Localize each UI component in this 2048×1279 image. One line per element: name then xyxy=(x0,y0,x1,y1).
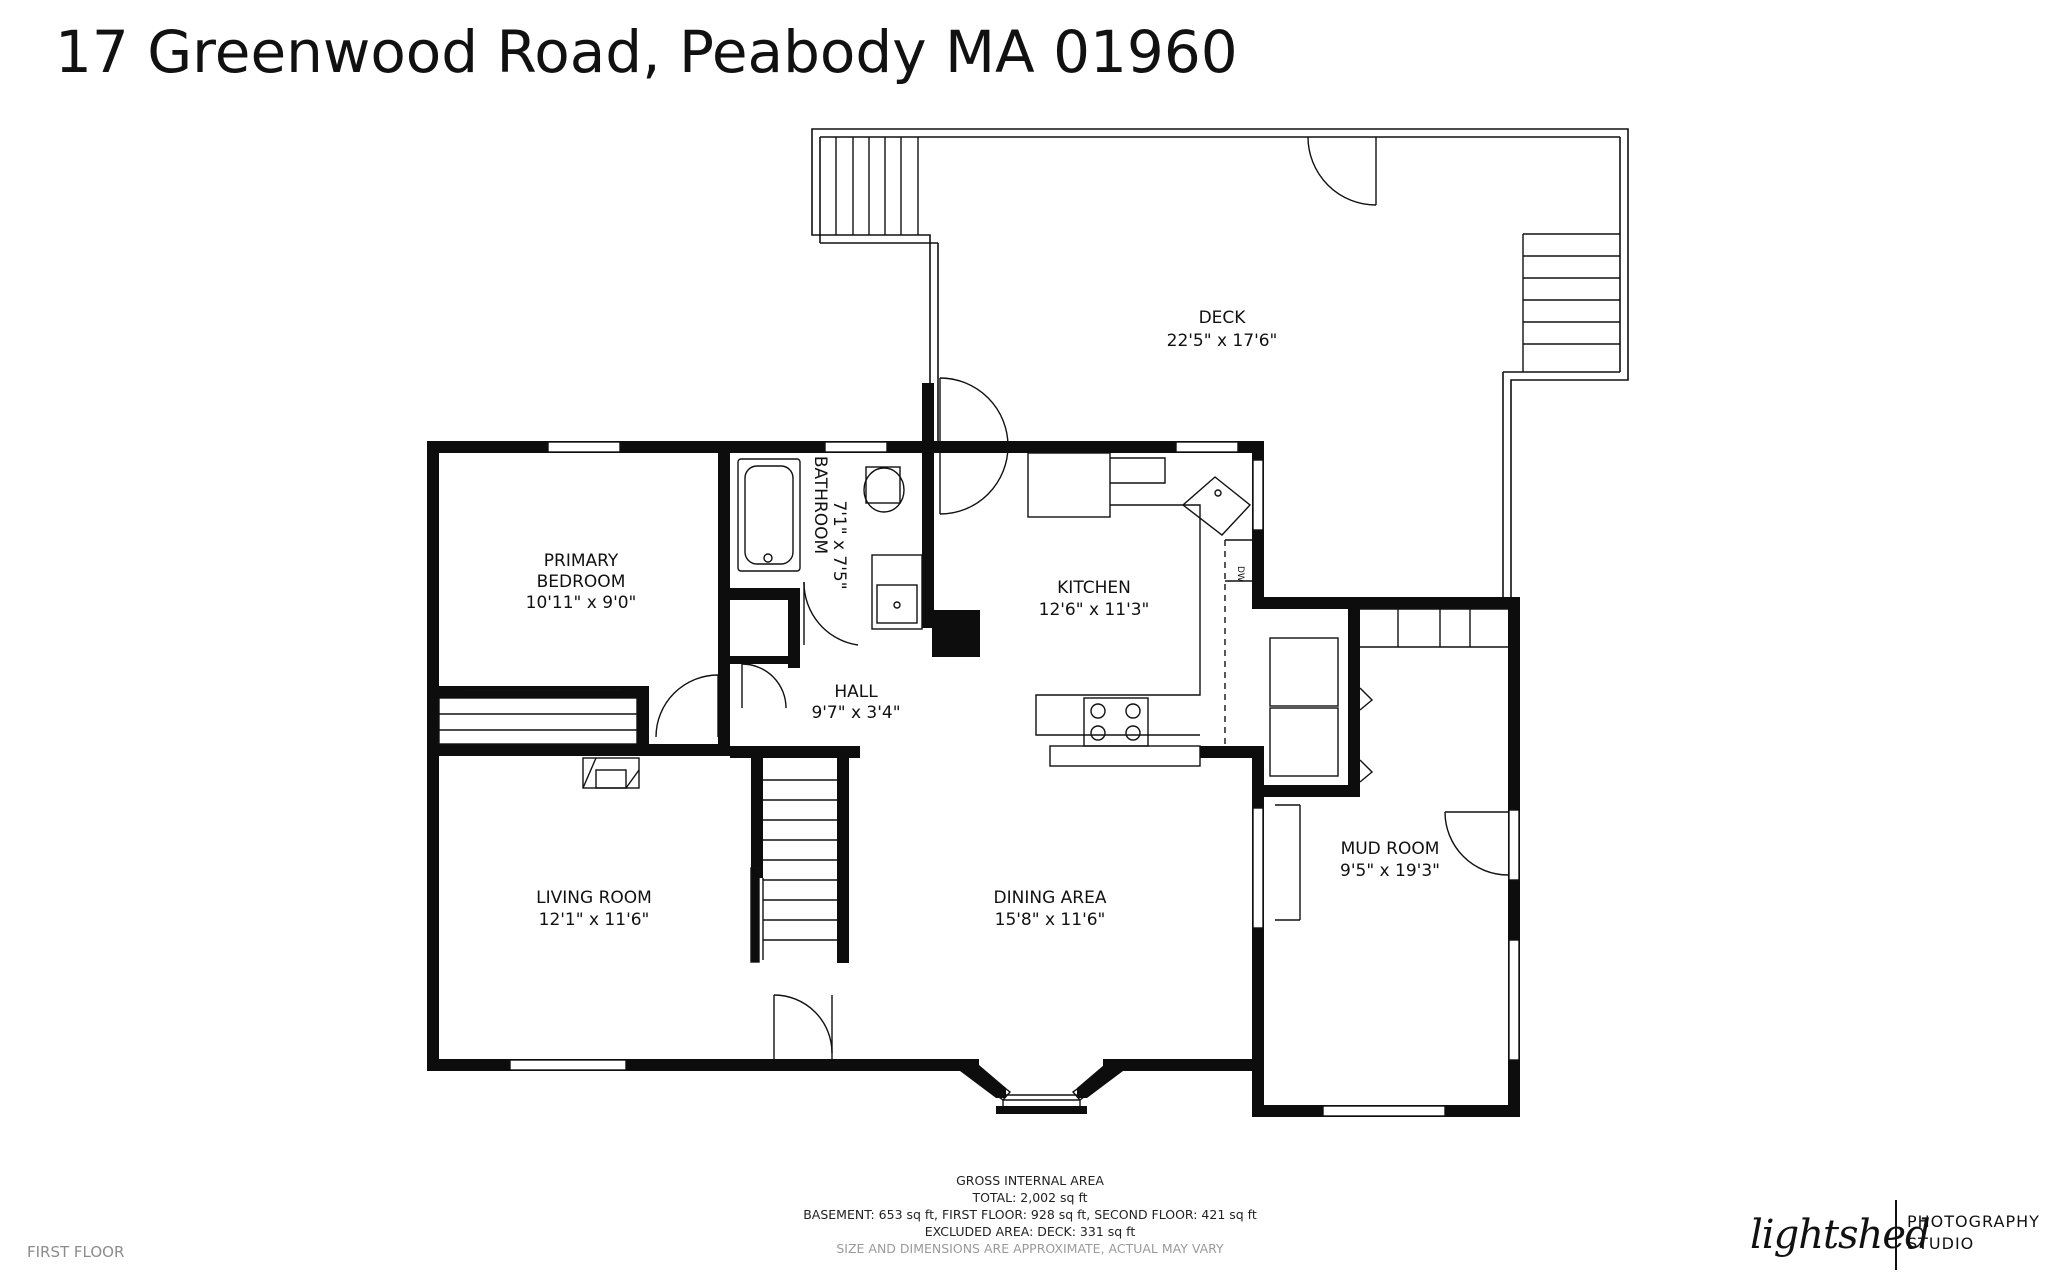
deck-name: DECK xyxy=(1199,308,1247,328)
deck-door xyxy=(1307,136,1377,206)
kitchen-name: KITCHEN xyxy=(1057,578,1131,598)
brand-divider xyxy=(1895,1200,1897,1270)
floor-label: FIRST FLOOR xyxy=(27,1243,125,1261)
mud-room-name: MUD ROOM xyxy=(1341,839,1440,859)
brand-script: lightshed xyxy=(1750,1212,1931,1258)
deck-dims: 22'5" x 17'6" xyxy=(1167,331,1278,351)
brand-line2: STUDIO xyxy=(1907,1234,1975,1253)
area-summary: GROSS INTERNAL AREA TOTAL: 2,002 sq ft B… xyxy=(700,1172,1360,1257)
doors xyxy=(655,377,1509,1059)
windows xyxy=(509,441,1520,1117)
area-breakdown: BASEMENT: 653 sq ft, FIRST FLOOR: 928 sq… xyxy=(803,1207,1257,1222)
deck-stairs-right xyxy=(1522,233,1620,372)
fireplace xyxy=(582,757,640,789)
page-title: 17 Greenwood Road, Peabody MA 01960 xyxy=(55,18,1238,86)
bay-window-frame xyxy=(960,1059,1123,1114)
kitchen-fixtures xyxy=(1027,452,1252,767)
dining-area-name: DINING AREA xyxy=(994,888,1107,908)
walls xyxy=(427,383,1520,1117)
hall-dims: 9'7" x 3'4" xyxy=(811,703,900,723)
dining-area-dims: 15'8" x 11'6" xyxy=(995,910,1106,930)
interior-stairs xyxy=(750,779,837,963)
dw-label: DW xyxy=(1235,566,1245,582)
bathroom-name: BATHROOM xyxy=(810,456,830,554)
primary-bedroom-dims: 10'11" x 9'0" xyxy=(526,593,637,613)
kitchen-dims: 12'6" x 11'3" xyxy=(1039,600,1150,620)
brand-logo: lightshed PHOTOGRAPHY STUDIO xyxy=(1750,1200,2040,1270)
area-note: SIZE AND DIMENSIONS ARE APPROXIMATE, ACT… xyxy=(836,1241,1224,1256)
area-heading: GROSS INTERNAL AREA xyxy=(956,1173,1104,1188)
deck-outline xyxy=(811,128,1629,600)
hall-name: HALL xyxy=(834,682,878,702)
primary-bedroom-name-2: BEDROOM xyxy=(537,572,626,592)
living-room-dims: 12'1" x 11'6" xyxy=(539,910,650,930)
primary-bedroom-name-1: PRIMARY xyxy=(544,551,619,571)
brand-line1: PHOTOGRAPHY xyxy=(1907,1212,2040,1231)
deck-stairs-left xyxy=(835,137,919,235)
bathroom-dims: 7'1" x 7'5" xyxy=(829,500,849,589)
bathroom-fixtures xyxy=(737,458,923,630)
mudroom-closets xyxy=(1269,608,1508,921)
bedroom-closet xyxy=(438,689,638,745)
living-room-name: LIVING ROOM xyxy=(536,888,652,908)
area-total: TOTAL: 2,002 sq ft xyxy=(972,1190,1088,1205)
mud-room-dims: 9'5" x 19'3" xyxy=(1340,861,1440,881)
area-excluded: EXCLUDED AREA: DECK: 331 sq ft xyxy=(924,1224,1136,1239)
